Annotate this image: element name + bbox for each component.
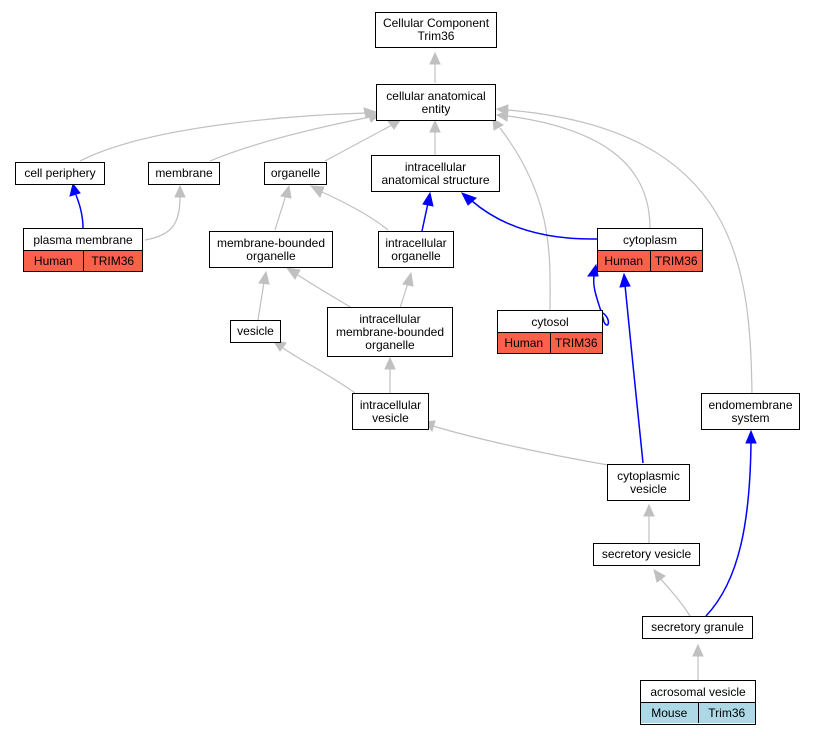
edge-endomembrane-cae <box>507 109 753 395</box>
node-label: endomembrane system <box>708 397 793 425</box>
edge-cv-iv <box>432 425 609 466</box>
arrow-pm-membrane <box>174 184 186 198</box>
node-cytoplasmic-vesicle[interactable]: cytoplasmic vesicle <box>607 464 690 501</box>
node-label: intracellular anatomical structure <box>381 159 490 187</box>
edge-sg-endomembrane <box>705 442 752 617</box>
node-label: secretory granule <box>651 620 744 634</box>
node-secretory-granule[interactable]: secretory granule <box>642 616 753 639</box>
node-endomembrane-system[interactable]: endomembrane system <box>701 393 800 430</box>
edge-cytosol-cae <box>499 127 551 311</box>
node-label: plasma membrane <box>24 229 142 251</box>
node-label: membrane <box>155 166 213 180</box>
node-intracellular-organelle[interactable]: intracellular organelle <box>378 231 454 268</box>
node-organelle[interactable]: organelle <box>264 162 327 185</box>
node-label: intracellular vesicle <box>359 397 422 425</box>
edge-cytosol-cytoplasm <box>592 275 610 326</box>
node-secretory-vesicle[interactable]: secretory vesicle <box>593 543 700 566</box>
annotation-row: Mouse Trim36 <box>641 703 755 723</box>
annotation-row: Human TRIM36 <box>24 251 142 271</box>
gene-cell: TRIM36 <box>649 251 702 271</box>
edge-cell-periphery-cae <box>79 112 367 162</box>
node-label: intracellular membrane-bounded organelle <box>335 311 445 352</box>
arrow-sv-cv <box>643 503 655 517</box>
node-cytoplasm[interactable]: cytoplasm Human TRIM36 <box>597 228 703 272</box>
node-label: cellular anatomical entity <box>386 88 486 116</box>
arrow-vesicle-mbo <box>258 270 270 285</box>
arrow-cytosol-cae <box>492 118 504 131</box>
node-label: vesicle <box>237 324 274 338</box>
node-acrosomal-vesicle[interactable]: acrosomal vesicle Mouse Trim36 <box>640 680 756 725</box>
arrow-imbo-io <box>402 271 414 287</box>
arrow-io-organelle <box>309 185 325 198</box>
node-label: membrane-bounded organelle <box>216 235 326 263</box>
gene-cell: TRIM36 <box>82 251 142 271</box>
node-label: cytoplasm <box>598 229 702 251</box>
annotation-row: Human TRIM36 <box>598 251 702 271</box>
edge-organelle-cae <box>324 124 393 162</box>
edge-membrane-cae <box>209 116 371 162</box>
arrow-ias-cae <box>429 119 441 133</box>
edge-io-organelle <box>321 191 389 231</box>
node-cytosol[interactable]: cytosol Human TRIM36 <box>497 310 603 354</box>
arrow-endomembrane-cae <box>495 104 509 116</box>
edge-io-ias <box>421 202 429 232</box>
arrow-pm-cell-periphery <box>69 182 81 197</box>
node-intracellular-membrane-bounded-organelle[interactable]: intracellular membrane-bounded organelle <box>327 307 453 357</box>
edge-cytoplasm-cae <box>507 115 651 229</box>
arrow-sg-endomembrane <box>745 429 757 444</box>
gene-cell: Trim36 <box>697 703 755 723</box>
node-label: Cellular Component Trim36 <box>382 16 490 43</box>
node-membrane[interactable]: membrane <box>148 162 220 185</box>
arrow-acrosomal-sg <box>692 643 704 657</box>
node-intracellular-vesicle[interactable]: intracellular vesicle <box>352 393 429 430</box>
arrow-iv-imbo <box>384 356 396 370</box>
species-cell: Human <box>598 251 650 271</box>
node-label: cytosol <box>498 311 602 333</box>
node-label: secretory vesicle <box>601 547 692 561</box>
arrow-sg-sv <box>653 569 666 583</box>
arrow-cv-cytoplasm <box>619 272 631 288</box>
node-label: organelle <box>270 166 321 180</box>
edge-imbo-mbo <box>297 274 353 309</box>
edge-pm-cell-periphery <box>75 194 84 229</box>
node-cellular-component-root[interactable]: Cellular Component Trim36 <box>375 12 497 48</box>
arrow-imbo-mbo <box>285 267 301 280</box>
node-membrane-bounded-organelle[interactable]: membrane-bounded organelle <box>209 231 333 268</box>
species-cell: Human <box>24 251 83 271</box>
node-intracellular-anatomical-structure[interactable]: intracellular anatomical structure <box>371 155 500 192</box>
node-plasma-membrane[interactable]: plasma membrane Human TRIM36 <box>23 228 143 272</box>
node-label: acrosomal vesicle <box>641 681 755 703</box>
edge-cytoplasm-ias <box>471 200 598 240</box>
arrow-mbo-organelle <box>280 184 292 199</box>
edge-cv-cytoplasm <box>624 284 644 464</box>
node-cellular-anatomical-entity[interactable]: cellular anatomical entity <box>376 84 496 121</box>
arrow-cytoplasm-ias <box>460 192 477 206</box>
node-cell-periphery[interactable]: cell periphery <box>15 162 105 185</box>
edge-iv-vesicle <box>282 347 356 394</box>
gene-cell: TRIM36 <box>549 333 602 353</box>
edge-pm-membrane <box>144 195 181 241</box>
edge-sg-sv <box>659 577 691 617</box>
node-label: cytoplasmic vesicle <box>617 468 680 496</box>
annotation-row: Human TRIM36 <box>498 333 602 353</box>
species-cell: Mouse <box>641 703 698 723</box>
edge-mbo-organelle <box>274 194 287 231</box>
edge-vesicle-mbo <box>257 281 265 321</box>
node-label: cell periphery <box>24 166 96 180</box>
edge-imbo-io <box>399 282 409 309</box>
species-cell: Human <box>498 333 550 353</box>
node-label: intracellular organelle <box>385 235 447 263</box>
arrow-io-ias <box>422 191 434 207</box>
node-vesicle[interactable]: vesicle <box>230 320 281 343</box>
arrow-cae-root <box>429 51 441 65</box>
